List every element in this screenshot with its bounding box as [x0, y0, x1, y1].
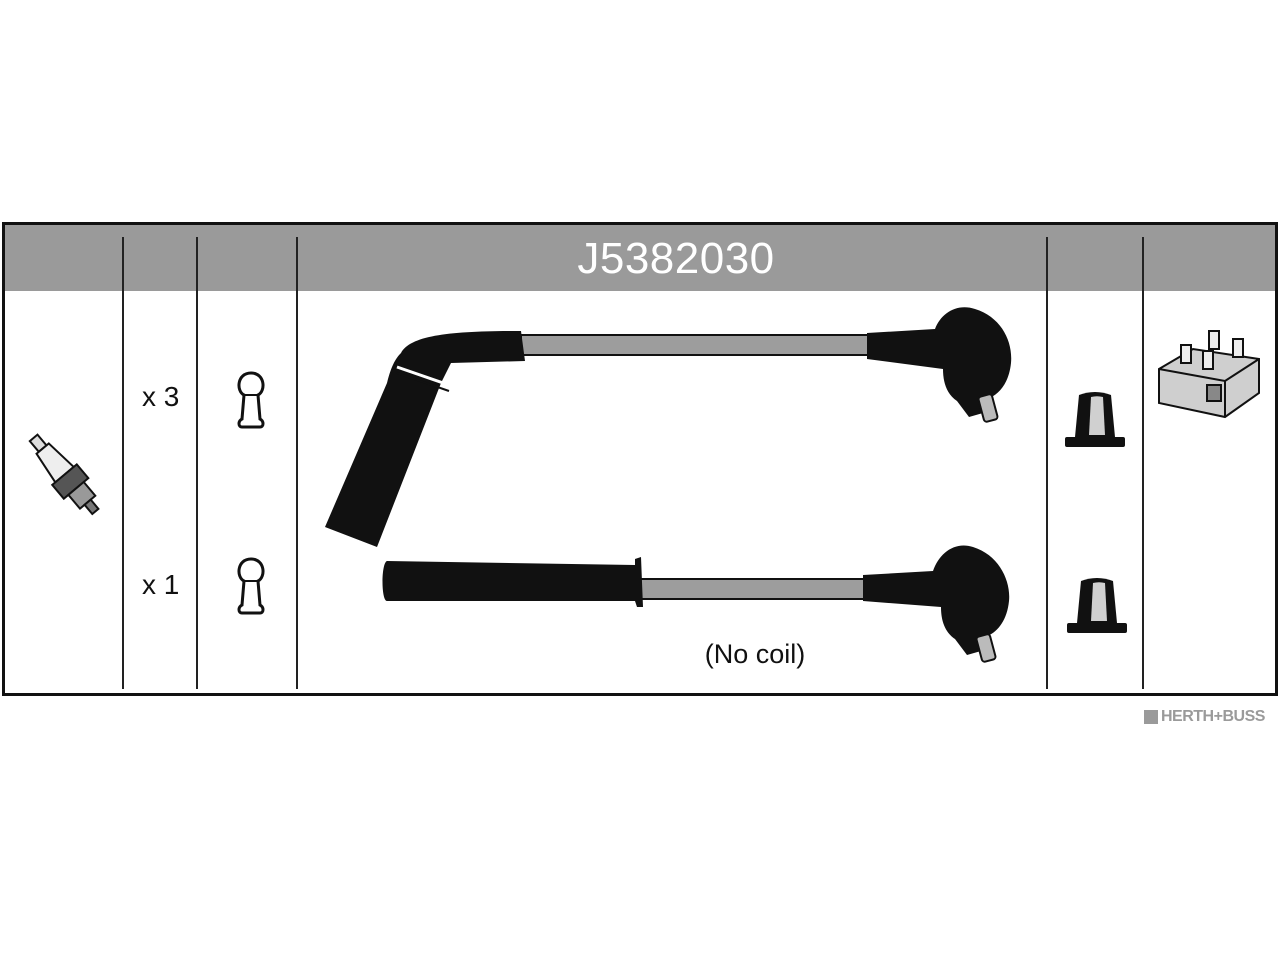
column-divider [122, 237, 124, 689]
spark-plug-terminal-icon [237, 371, 265, 429]
header-band [5, 225, 1275, 291]
no-coil-note: (No coil) [704, 639, 806, 669]
brand-logo: HERTH+BUSS [1144, 706, 1265, 728]
column-divider [196, 237, 198, 689]
ignition-coil-icon [1158, 330, 1260, 419]
brand-mark-icon [1144, 710, 1158, 724]
part-number: J5382030 [577, 234, 775, 283]
spark-plug-terminal-icon [237, 557, 265, 615]
quantity-label: x 1 [142, 569, 180, 600]
quantity-label: x 3 [142, 381, 180, 412]
column-divider [296, 237, 298, 689]
column-divider [1142, 237, 1144, 689]
ignition-lead-icon [325, 307, 1012, 663]
brand-name: HERTH+BUSS [1161, 708, 1265, 725]
spark-plug-icon [28, 433, 100, 516]
column-divider [1046, 237, 1048, 689]
distributor-cap-boot-icon [1065, 392, 1125, 447]
ignition-kit-diagram: J5382030 x 3 x 1 (No coil) [2, 222, 1278, 696]
distributor-cap-boot-icon [1067, 578, 1127, 633]
